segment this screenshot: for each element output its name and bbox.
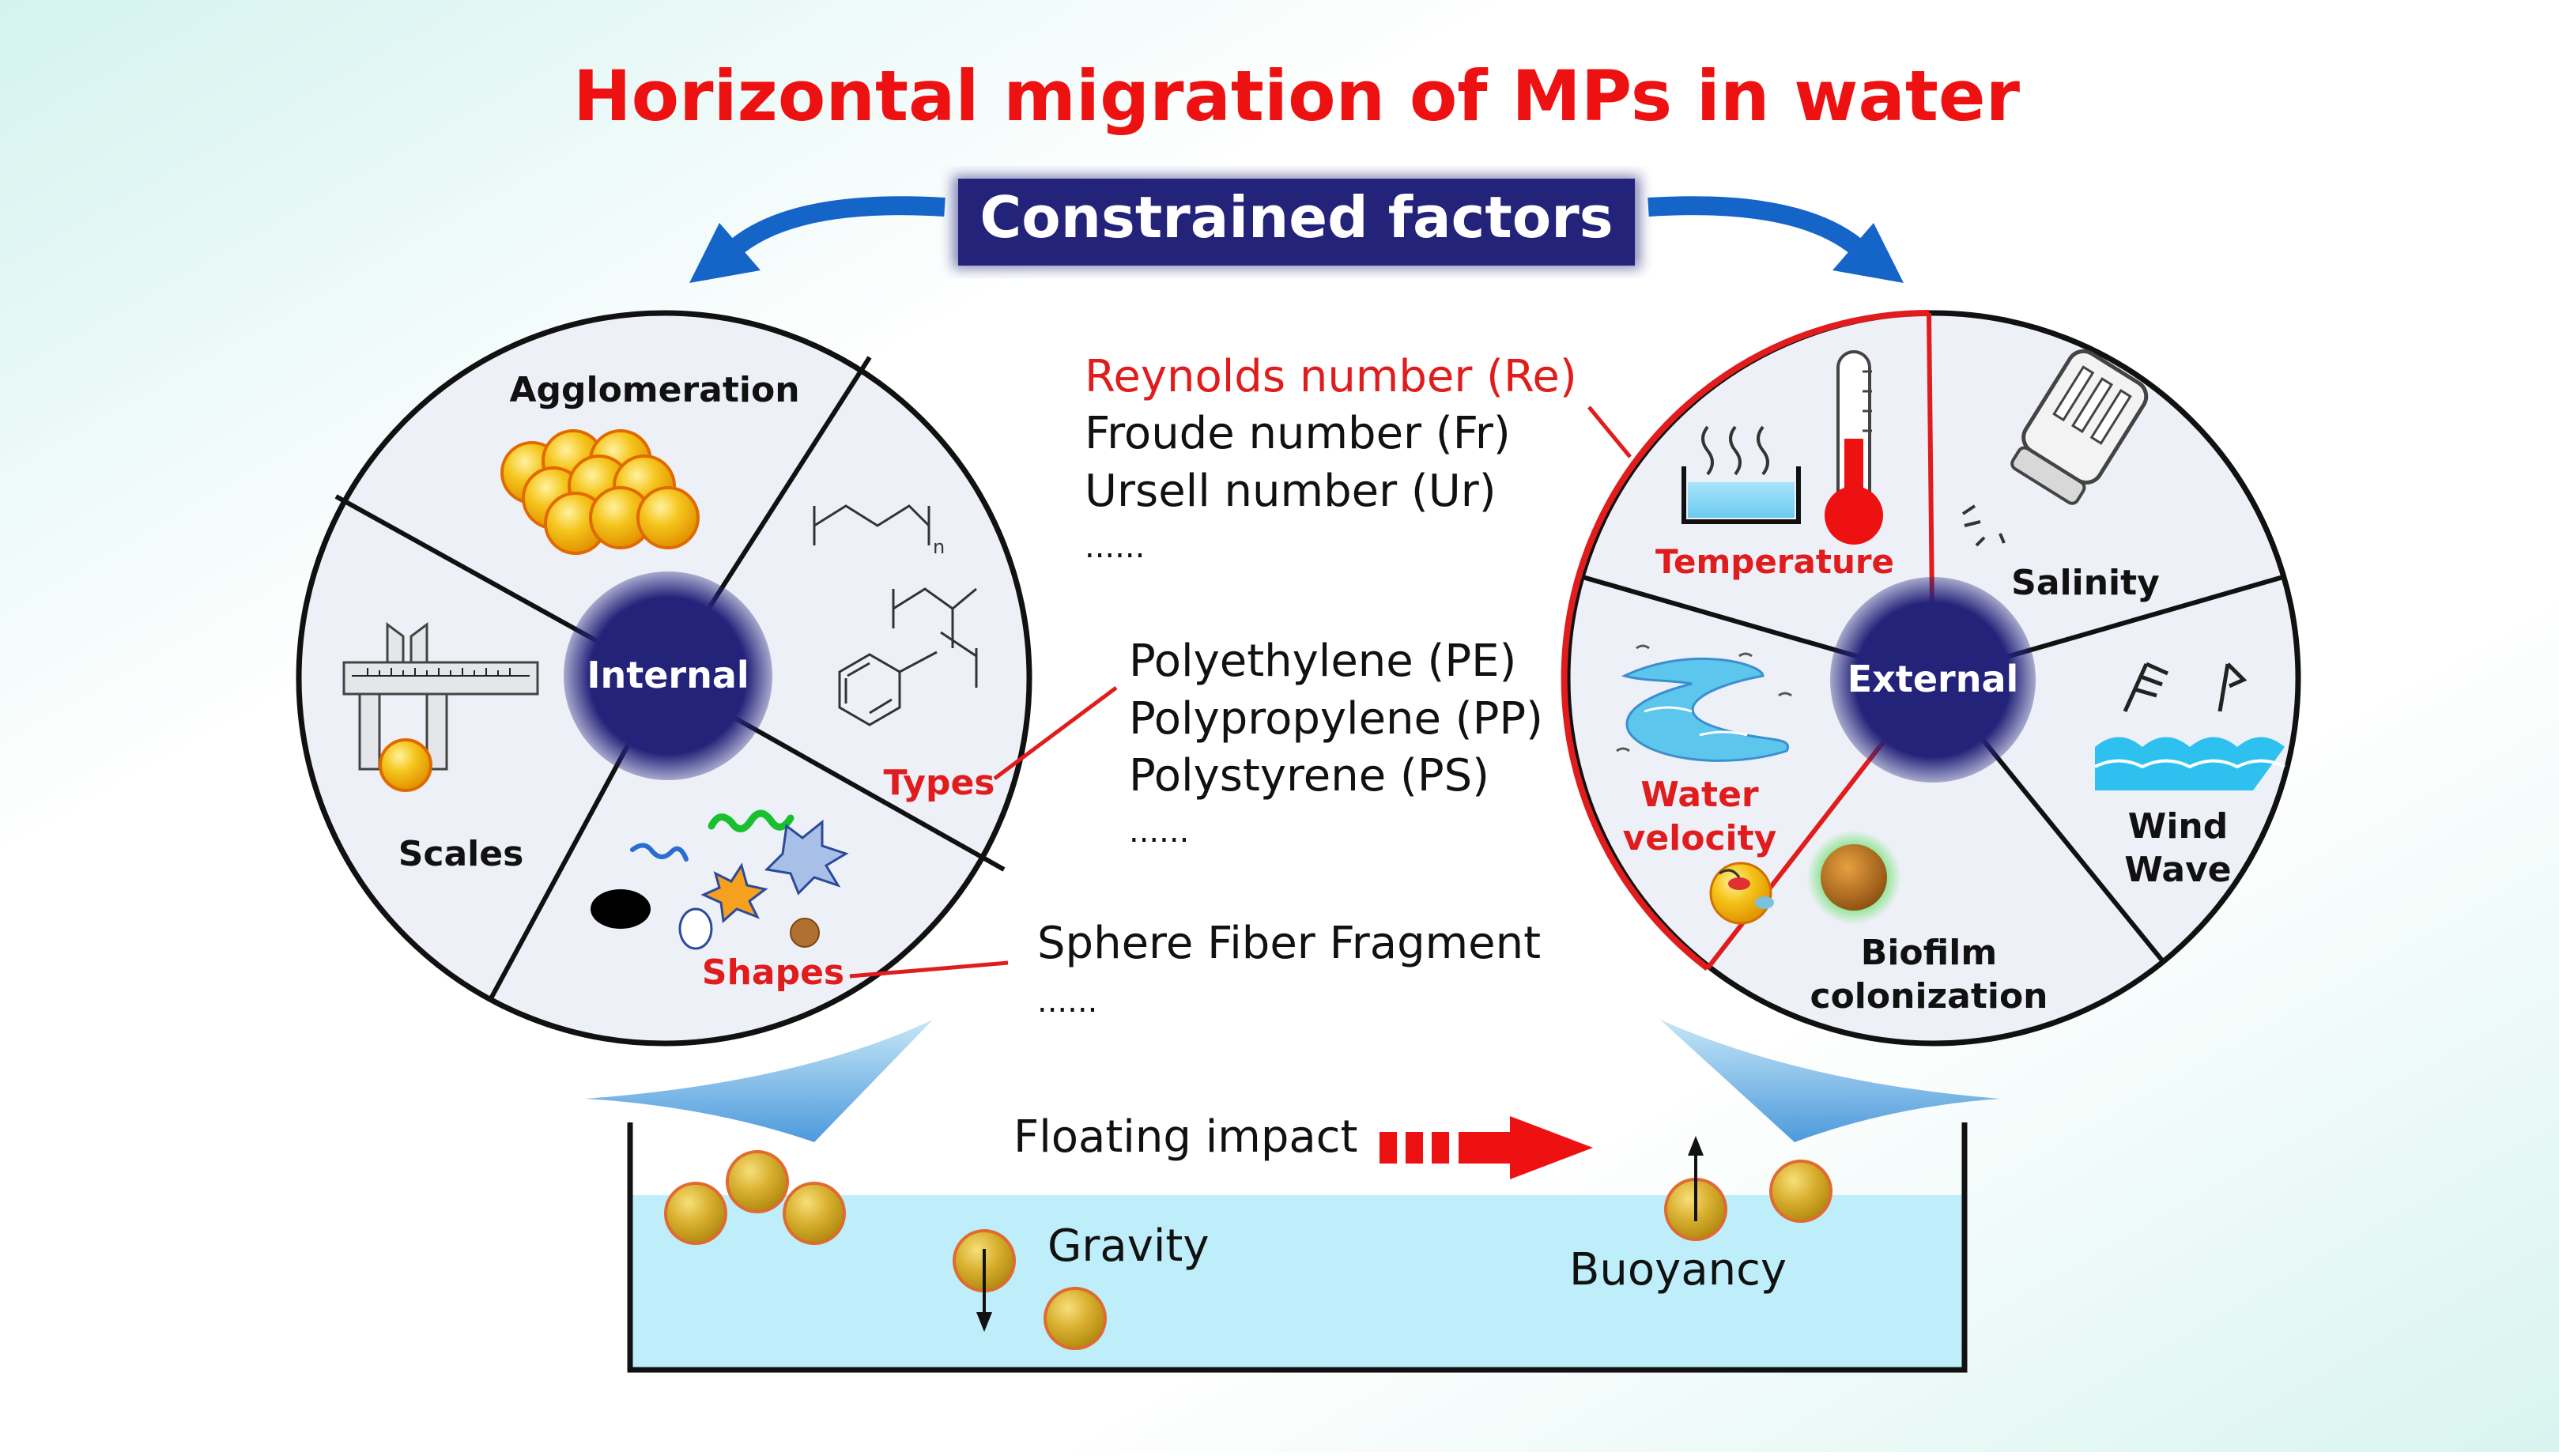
wave-label: Wave xyxy=(2124,850,2231,890)
main-title: Horizontal migration of MPs in water xyxy=(573,55,2021,137)
ursell-number-text: Ursell number (Ur) xyxy=(1085,466,1497,517)
tank-outline xyxy=(627,1122,1968,1373)
biofilm-icon xyxy=(1709,830,1901,925)
biofilm-label: Biofilm xyxy=(1861,933,1997,973)
wind-label: Wind xyxy=(2128,806,2228,847)
polyethylene-text: Polyethylene (PE) xyxy=(1129,636,1516,687)
types-connector-line xyxy=(993,685,1118,781)
reynolds-number-text: Reynolds number (Re) xyxy=(1085,351,1577,402)
buoyancy-arrow-head xyxy=(1688,1136,1704,1156)
shapes-icon xyxy=(591,809,849,950)
external-hub-label: External xyxy=(1848,658,2019,700)
buoyancy-label: Buoyancy xyxy=(1569,1244,1787,1296)
funnel-right xyxy=(1660,1020,2000,1142)
temperature-label: Temperature xyxy=(1655,542,1894,581)
polystyrene-text: Polystyrene (PS) xyxy=(1129,750,1489,802)
shapes-connector-line xyxy=(849,960,1009,979)
polymer-subscript-n: n xyxy=(933,536,945,558)
floating-impact-arrow xyxy=(1380,1116,1593,1179)
external-hub xyxy=(1830,577,2036,783)
arrow-right-head xyxy=(1832,223,1904,283)
agglomeration-label: Agglomeration xyxy=(509,370,799,410)
sunk-sphere xyxy=(1044,1287,1107,1350)
polymers-ellipsis: ...... xyxy=(1129,813,1189,850)
polypropylene-text: Polypropylene (PP) xyxy=(1129,693,1543,745)
shapes-label: Shapes xyxy=(702,952,844,993)
gravity-label: Gravity xyxy=(1047,1220,1210,1272)
salinity-label: Salinity xyxy=(2011,563,2160,603)
floating-spheres-left xyxy=(664,1150,846,1245)
arrow-left-head xyxy=(689,223,761,283)
shapes-list-ellipsis: ...... xyxy=(1037,983,1097,1020)
shapes-list-text: Sphere Fiber Fragment xyxy=(1037,918,1541,969)
polymer-structure-icon xyxy=(813,504,978,726)
floating-sphere-right xyxy=(1769,1160,1832,1223)
gravity-arrow-head xyxy=(976,1312,992,1332)
tank-water xyxy=(632,1195,1962,1367)
agglomeration-spheres-icon xyxy=(500,429,700,555)
constrained-factors-box xyxy=(958,179,1635,266)
velocity-label: velocity xyxy=(1623,818,1777,858)
salt-shaker-icon xyxy=(1961,349,2149,547)
colonization-label: colonization xyxy=(1810,976,2048,1017)
reynolds-connector-line xyxy=(1587,405,1632,458)
wind-wave-icon xyxy=(2094,662,2285,790)
arrow-left-curve xyxy=(724,196,945,259)
constrained-factors-label: Constrained factors xyxy=(979,184,1613,251)
types-label: Types xyxy=(883,763,995,803)
temperature-icon xyxy=(1681,350,1883,545)
froude-number-text: Froude number (Fr) xyxy=(1085,408,1511,459)
funnel-left xyxy=(585,1020,933,1142)
numbers-ellipsis: ...... xyxy=(1085,529,1145,565)
internal-wheel: Internal Agglomeration n Types xyxy=(296,310,1032,1047)
external-red-arc xyxy=(1561,310,1930,971)
internal-hub xyxy=(564,571,772,780)
water-label: Water xyxy=(1640,775,1759,815)
river-icon xyxy=(1616,644,1792,762)
floating-impact-label: Floating impact xyxy=(1013,1111,1357,1163)
scales-label: Scales xyxy=(398,834,524,874)
external-wheel: External Temperature Salinity xyxy=(1561,310,2301,1047)
caliper-sphere-icon xyxy=(379,738,432,792)
internal-hub-label: Internal xyxy=(587,654,749,696)
arrow-right-curve xyxy=(1647,196,1869,259)
